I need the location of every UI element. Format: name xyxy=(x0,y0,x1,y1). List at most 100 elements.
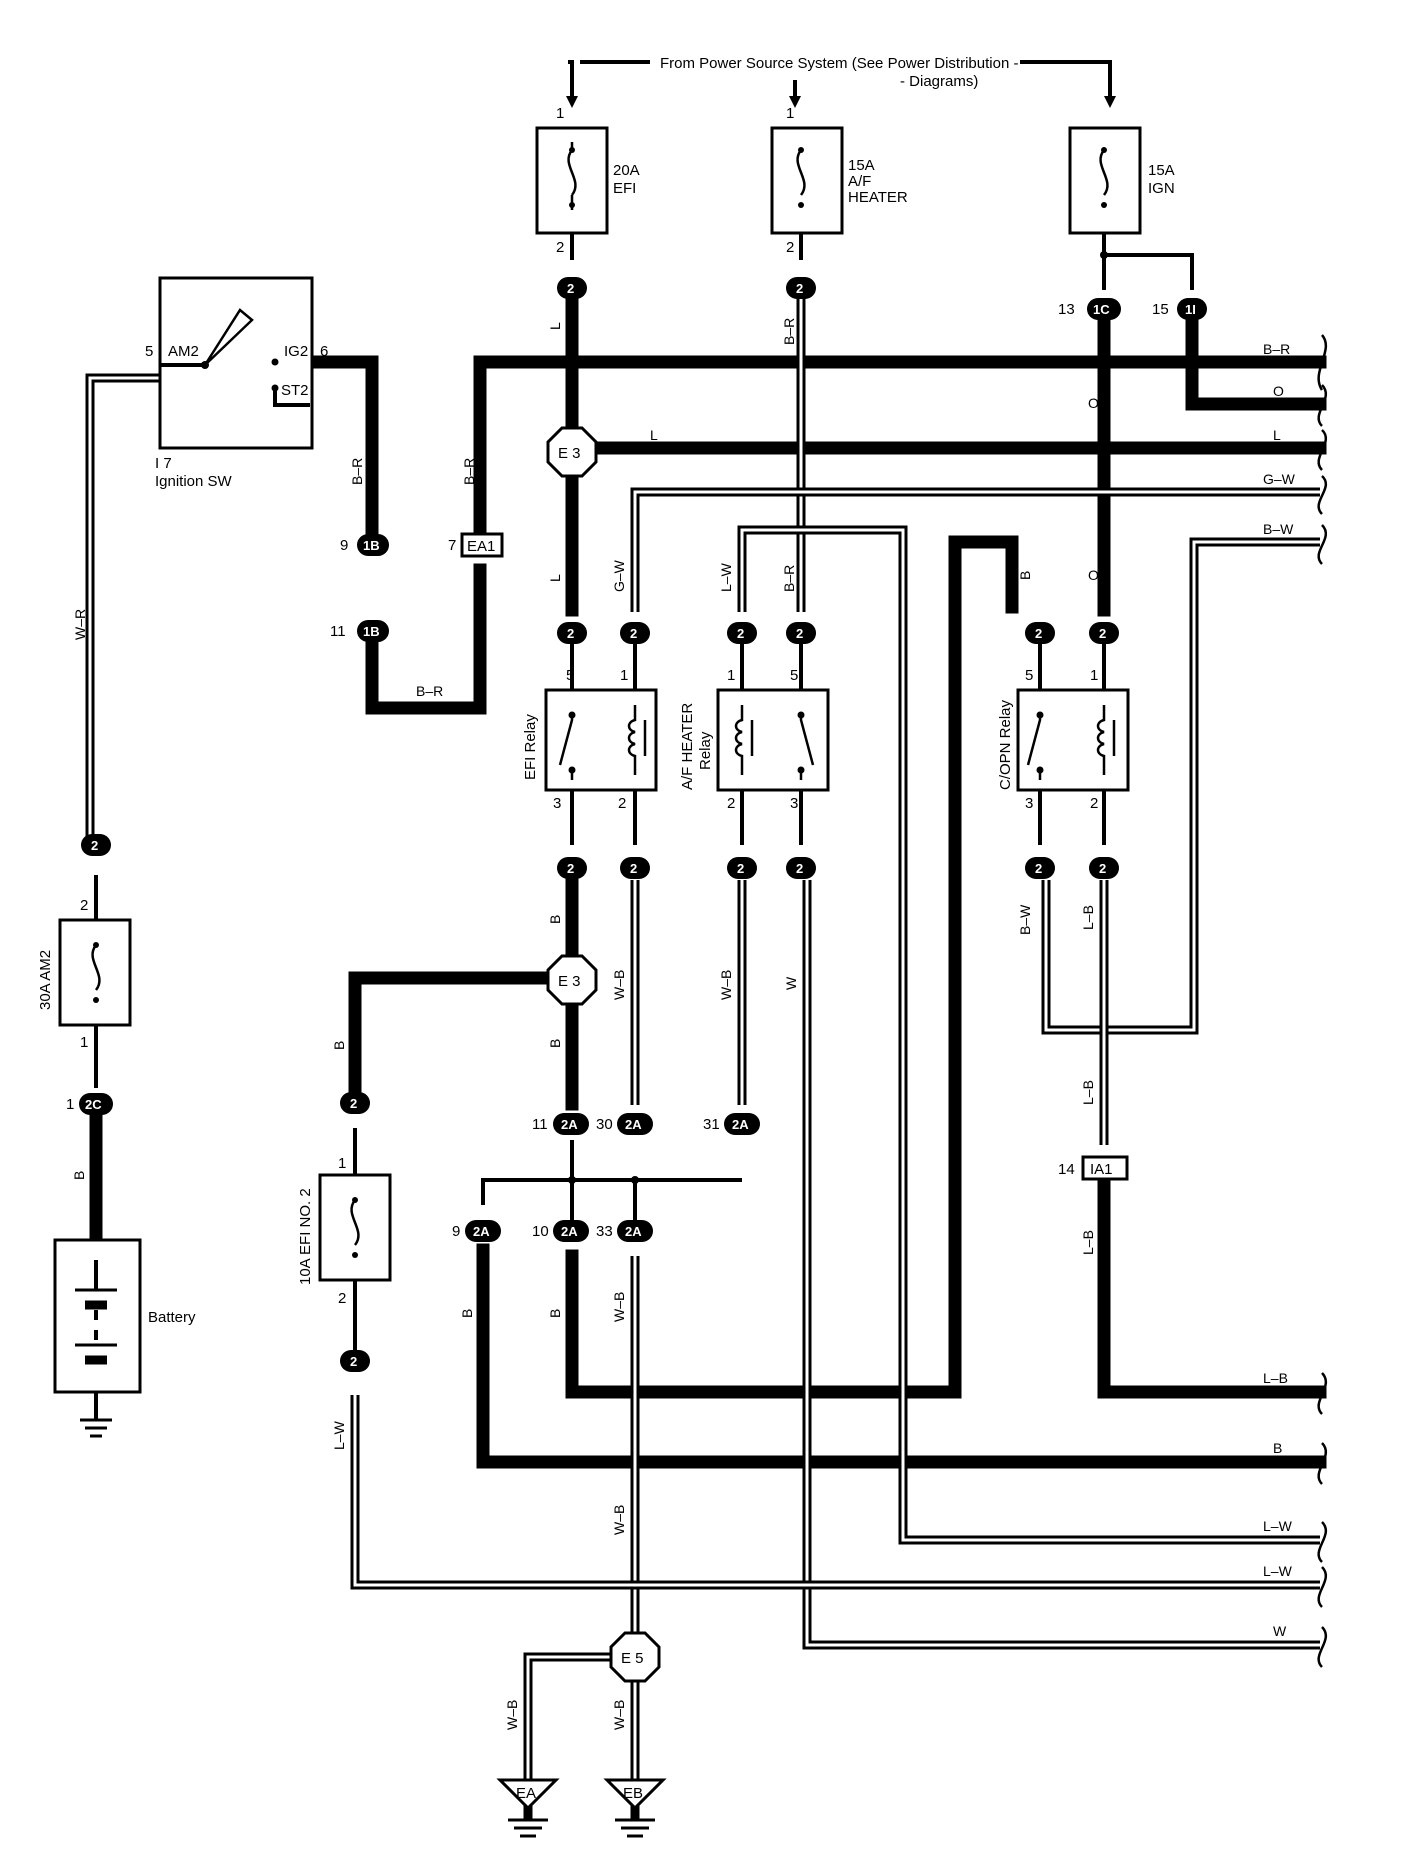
fuse-efi2-pin-bottom: 2 xyxy=(338,1290,346,1307)
thick-wires xyxy=(89,283,1327,1469)
svg-text:EB: EB xyxy=(623,1785,643,1802)
wire-label-lw-2: L–W xyxy=(331,1420,347,1450)
fuse-efi2-label: 10A EFI NO. 2 xyxy=(297,1188,314,1285)
wire-label-b-5: B xyxy=(71,1171,87,1180)
pin-33: 33 xyxy=(596,1223,613,1240)
wire-label-bw-1: B–W xyxy=(1017,904,1033,935)
conn-copn-relay-1: 2 xyxy=(1089,622,1119,644)
edge-label-lw-2: L–W xyxy=(1263,1563,1293,1579)
wire-labels: L B–R O L B–R B–R L G–W L–W B–R B O B–R … xyxy=(71,318,1099,1730)
conn-efi-relay-3: 2 xyxy=(557,857,587,879)
svg-text:2: 2 xyxy=(567,626,574,641)
svg-text:2A: 2A xyxy=(473,1224,490,1239)
fuse-am2-label: 30A AM2 xyxy=(37,950,54,1010)
conn-efi2-bottom: 2 xyxy=(340,1350,370,1372)
fuse-ign-name: IGN xyxy=(1148,180,1175,197)
svg-text:2C: 2C xyxy=(85,1097,102,1112)
svg-text:2: 2 xyxy=(796,281,803,296)
fuse-af-name1: A/F xyxy=(848,173,871,190)
conn-efi-relay-5: 2 xyxy=(557,622,587,644)
conn-af-relay-1: 2 xyxy=(727,622,757,644)
edge-label-lw-1: L–W xyxy=(1263,1518,1293,1534)
fuse-af-rating: 15A xyxy=(848,157,875,174)
ign-sw-st2: ST2 xyxy=(281,382,309,399)
conn-copn-relay-5: 2 xyxy=(1025,622,1055,644)
fuse-efi-rating: 20A xyxy=(613,162,640,179)
conn-efi-relay-2: 2 xyxy=(620,857,650,879)
fuse-efi-name: EFI xyxy=(613,180,636,197)
efi-relay: 5 1 3 2 EFI Relay xyxy=(522,667,658,812)
edge-label-bw: B–W xyxy=(1263,521,1294,537)
wire-label-wb-6: W–B xyxy=(611,1700,627,1730)
fuse-ign: 15A IGN xyxy=(1068,126,1175,235)
svg-text:2: 2 xyxy=(737,861,744,876)
svg-text:EA1: EA1 xyxy=(467,538,495,555)
edge-label-b: B xyxy=(1273,1440,1282,1456)
wire-label-br-1: B–R xyxy=(781,318,797,345)
svg-text:2A: 2A xyxy=(561,1117,578,1132)
svg-text:2: 2 xyxy=(350,1354,357,1369)
fuse-efi-pin-bottom: 2 xyxy=(556,239,564,256)
wire-label-b-6: B xyxy=(459,1309,475,1318)
wire-label-o-2: O xyxy=(1088,567,1099,583)
fuse-efi-pin-top: 1 xyxy=(556,105,564,122)
svg-text:1C: 1C xyxy=(1093,302,1110,317)
edge-label-lb: L–B xyxy=(1263,1370,1288,1386)
conn-efi2-top: 2 xyxy=(340,1092,370,1114)
wire-label-lb-2: L–B xyxy=(1080,1080,1096,1105)
junction-e3-top: E 3 xyxy=(546,426,598,478)
wire-label-b-3: B xyxy=(331,1041,347,1050)
conn-copn-relay-2: 2 xyxy=(1089,857,1119,879)
conn-2a-9: 2A xyxy=(465,1220,501,1242)
pin-30: 30 xyxy=(596,1116,613,1133)
right-edge: B–R O L G–W B–W L–B B L–W L–W W xyxy=(1263,334,1328,1668)
svg-text:2: 2 xyxy=(737,626,744,641)
svg-text:2: 2 xyxy=(796,626,803,641)
connector-pills: 2 2 1C 13 1I 15 1B 9 1B 11 EA1 7 2 2 2 2… xyxy=(66,277,1207,1372)
efi-relay-p2: 2 xyxy=(618,795,626,812)
edge-label-w: W xyxy=(1273,1623,1287,1639)
copn-relay-p3: 3 xyxy=(1025,795,1033,812)
conn-1c: 1C xyxy=(1087,298,1121,320)
edge-label-o: O xyxy=(1273,383,1284,399)
svg-text:2: 2 xyxy=(630,626,637,641)
edge-label-l: L xyxy=(1273,427,1281,443)
fuse-efi: 1 2 20A EFI xyxy=(535,105,640,256)
wire-label-lb-1: L–B xyxy=(1080,905,1096,930)
fuse-am2: 2 1 30A AM2 xyxy=(37,897,132,1051)
wire-label-b-1: B xyxy=(1017,571,1033,580)
wire-label-wb-5: W–B xyxy=(504,1700,520,1730)
wire-label-br-3: B–R xyxy=(461,458,477,485)
svg-text:2A: 2A xyxy=(732,1117,749,1132)
ign-sw-name: Ignition SW xyxy=(155,473,233,490)
efi-relay-name: EFI Relay xyxy=(522,714,539,780)
fuse-af-pin-top: 1 xyxy=(786,105,794,122)
conn-2a-30: 2A xyxy=(617,1113,653,1135)
conn-ea1: EA1 xyxy=(460,532,504,558)
arrow-af-icon xyxy=(789,96,801,108)
conn-2a-11: 2A xyxy=(553,1113,589,1135)
pin-9-2a: 9 xyxy=(452,1223,460,1240)
conn-af-relay-3: 2 xyxy=(786,857,816,879)
conn-2a-31: 2A xyxy=(724,1113,760,1135)
svg-text:2: 2 xyxy=(1099,626,1106,641)
af-heater-relay: 1 5 2 3 A/F HEATER Relay xyxy=(679,667,830,812)
fuse-af-name2: HEATER xyxy=(848,189,908,206)
conn-af-top: 2 xyxy=(786,277,816,299)
fuse-efi-no2: 1 2 10A EFI NO. 2 xyxy=(297,1155,392,1307)
efi-relay-p1: 1 xyxy=(620,667,628,684)
fuse-ign-rating: 15A xyxy=(1148,162,1175,179)
svg-text:2A: 2A xyxy=(561,1224,578,1239)
power-source-text-2: - Diagrams) xyxy=(900,73,978,90)
ign-sw-am2: AM2 xyxy=(168,343,199,360)
battery-label: Battery xyxy=(148,1309,196,1326)
copn-relay-p2: 2 xyxy=(1090,795,1098,812)
efi-relay-p3: 3 xyxy=(553,795,561,812)
fuse-am2-pin-top: 2 xyxy=(80,897,88,914)
svg-text:1I: 1I xyxy=(1185,302,1196,317)
edge-label-gw: G–W xyxy=(1263,471,1296,487)
copn-relay-name: C/OPN Relay xyxy=(997,699,1014,790)
copn-relay-p1: 1 xyxy=(1090,667,1098,684)
arrow-ign-icon xyxy=(1104,96,1116,108)
